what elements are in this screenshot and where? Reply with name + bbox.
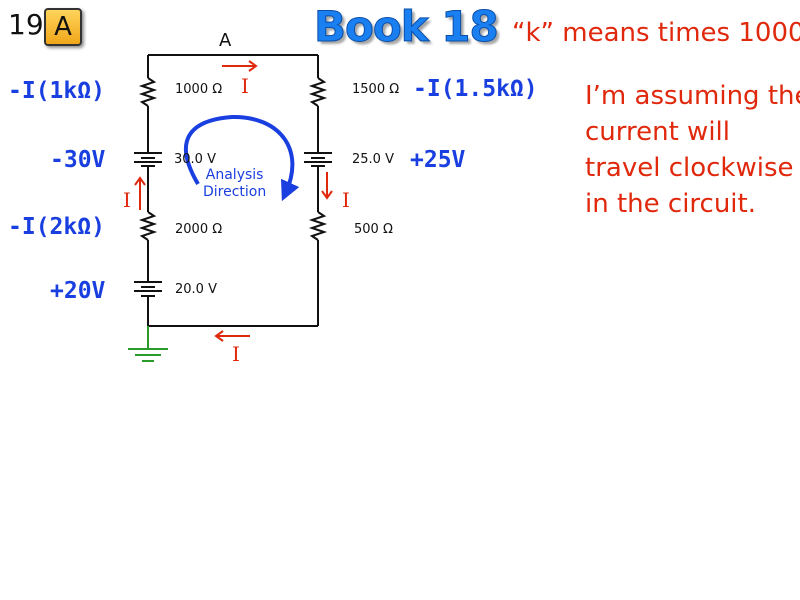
kilo-note: “k” means times 1000 — [512, 18, 800, 48]
battery-bottom-label: 20.0 V — [175, 282, 217, 297]
resistor-right-top-label: 1500 Ω — [352, 82, 400, 97]
assumption-line-3: travel clockwise — [585, 153, 794, 183]
battery-left — [134, 152, 162, 167]
assumption-line-4: in the circuit. — [585, 189, 756, 219]
slide-number: 19 — [8, 8, 44, 41]
analysis-line-2: Direction — [203, 184, 267, 200]
node-a-label: A — [219, 30, 232, 51]
analysis-direction-arc — [184, 114, 300, 202]
resistor-left-top — [138, 77, 158, 107]
resistor-right-bottom — [308, 211, 328, 241]
arrow-down-icon — [321, 172, 333, 200]
term-battery-bottom: +20V — [50, 278, 106, 304]
arrow-up-icon — [134, 176, 146, 210]
arrow-left-icon — [214, 330, 250, 342]
section-badge: A — [44, 8, 82, 46]
resistor-right-top — [308, 77, 328, 107]
analysis-direction-label: Analysis Direction — [203, 167, 266, 201]
assumption-line-2: current will — [585, 117, 730, 147]
current-label-right: I — [342, 188, 350, 212]
battery-right — [304, 152, 332, 167]
current-label-left: I — [123, 188, 131, 212]
arrow-right-icon — [222, 60, 258, 72]
term-battery-right: +25V — [410, 147, 466, 173]
term-battery-left: -30V — [50, 147, 106, 173]
book-title: Book 18 — [314, 2, 500, 52]
resistor-left-top-label: 1000 Ω — [175, 82, 223, 97]
term-r-left-top: -I(1kΩ) — [8, 78, 105, 104]
battery-left-label: 30.0 V — [174, 152, 216, 167]
current-label-top: I — [241, 74, 249, 98]
assumption-line-1: I’m assuming the — [585, 81, 800, 111]
current-label-bottom: I — [232, 342, 240, 366]
term-r-right-top: -I(1.5kΩ) — [413, 76, 538, 102]
resistor-left-bottom — [138, 211, 158, 241]
assumption-text: I’m assuming the current will travel clo… — [585, 78, 800, 222]
current-arrows — [134, 60, 333, 342]
resistor-right-bottom-label: 500 Ω — [354, 222, 393, 237]
battery-bottom — [134, 281, 162, 297]
analysis-line-1: Analysis — [205, 167, 264, 183]
resistor-left-bottom-label: 2000 Ω — [175, 222, 223, 237]
battery-right-label: 25.0 V — [352, 152, 394, 167]
term-r-left-bottom: -I(2kΩ) — [8, 214, 105, 240]
ground-icon — [128, 348, 168, 362]
